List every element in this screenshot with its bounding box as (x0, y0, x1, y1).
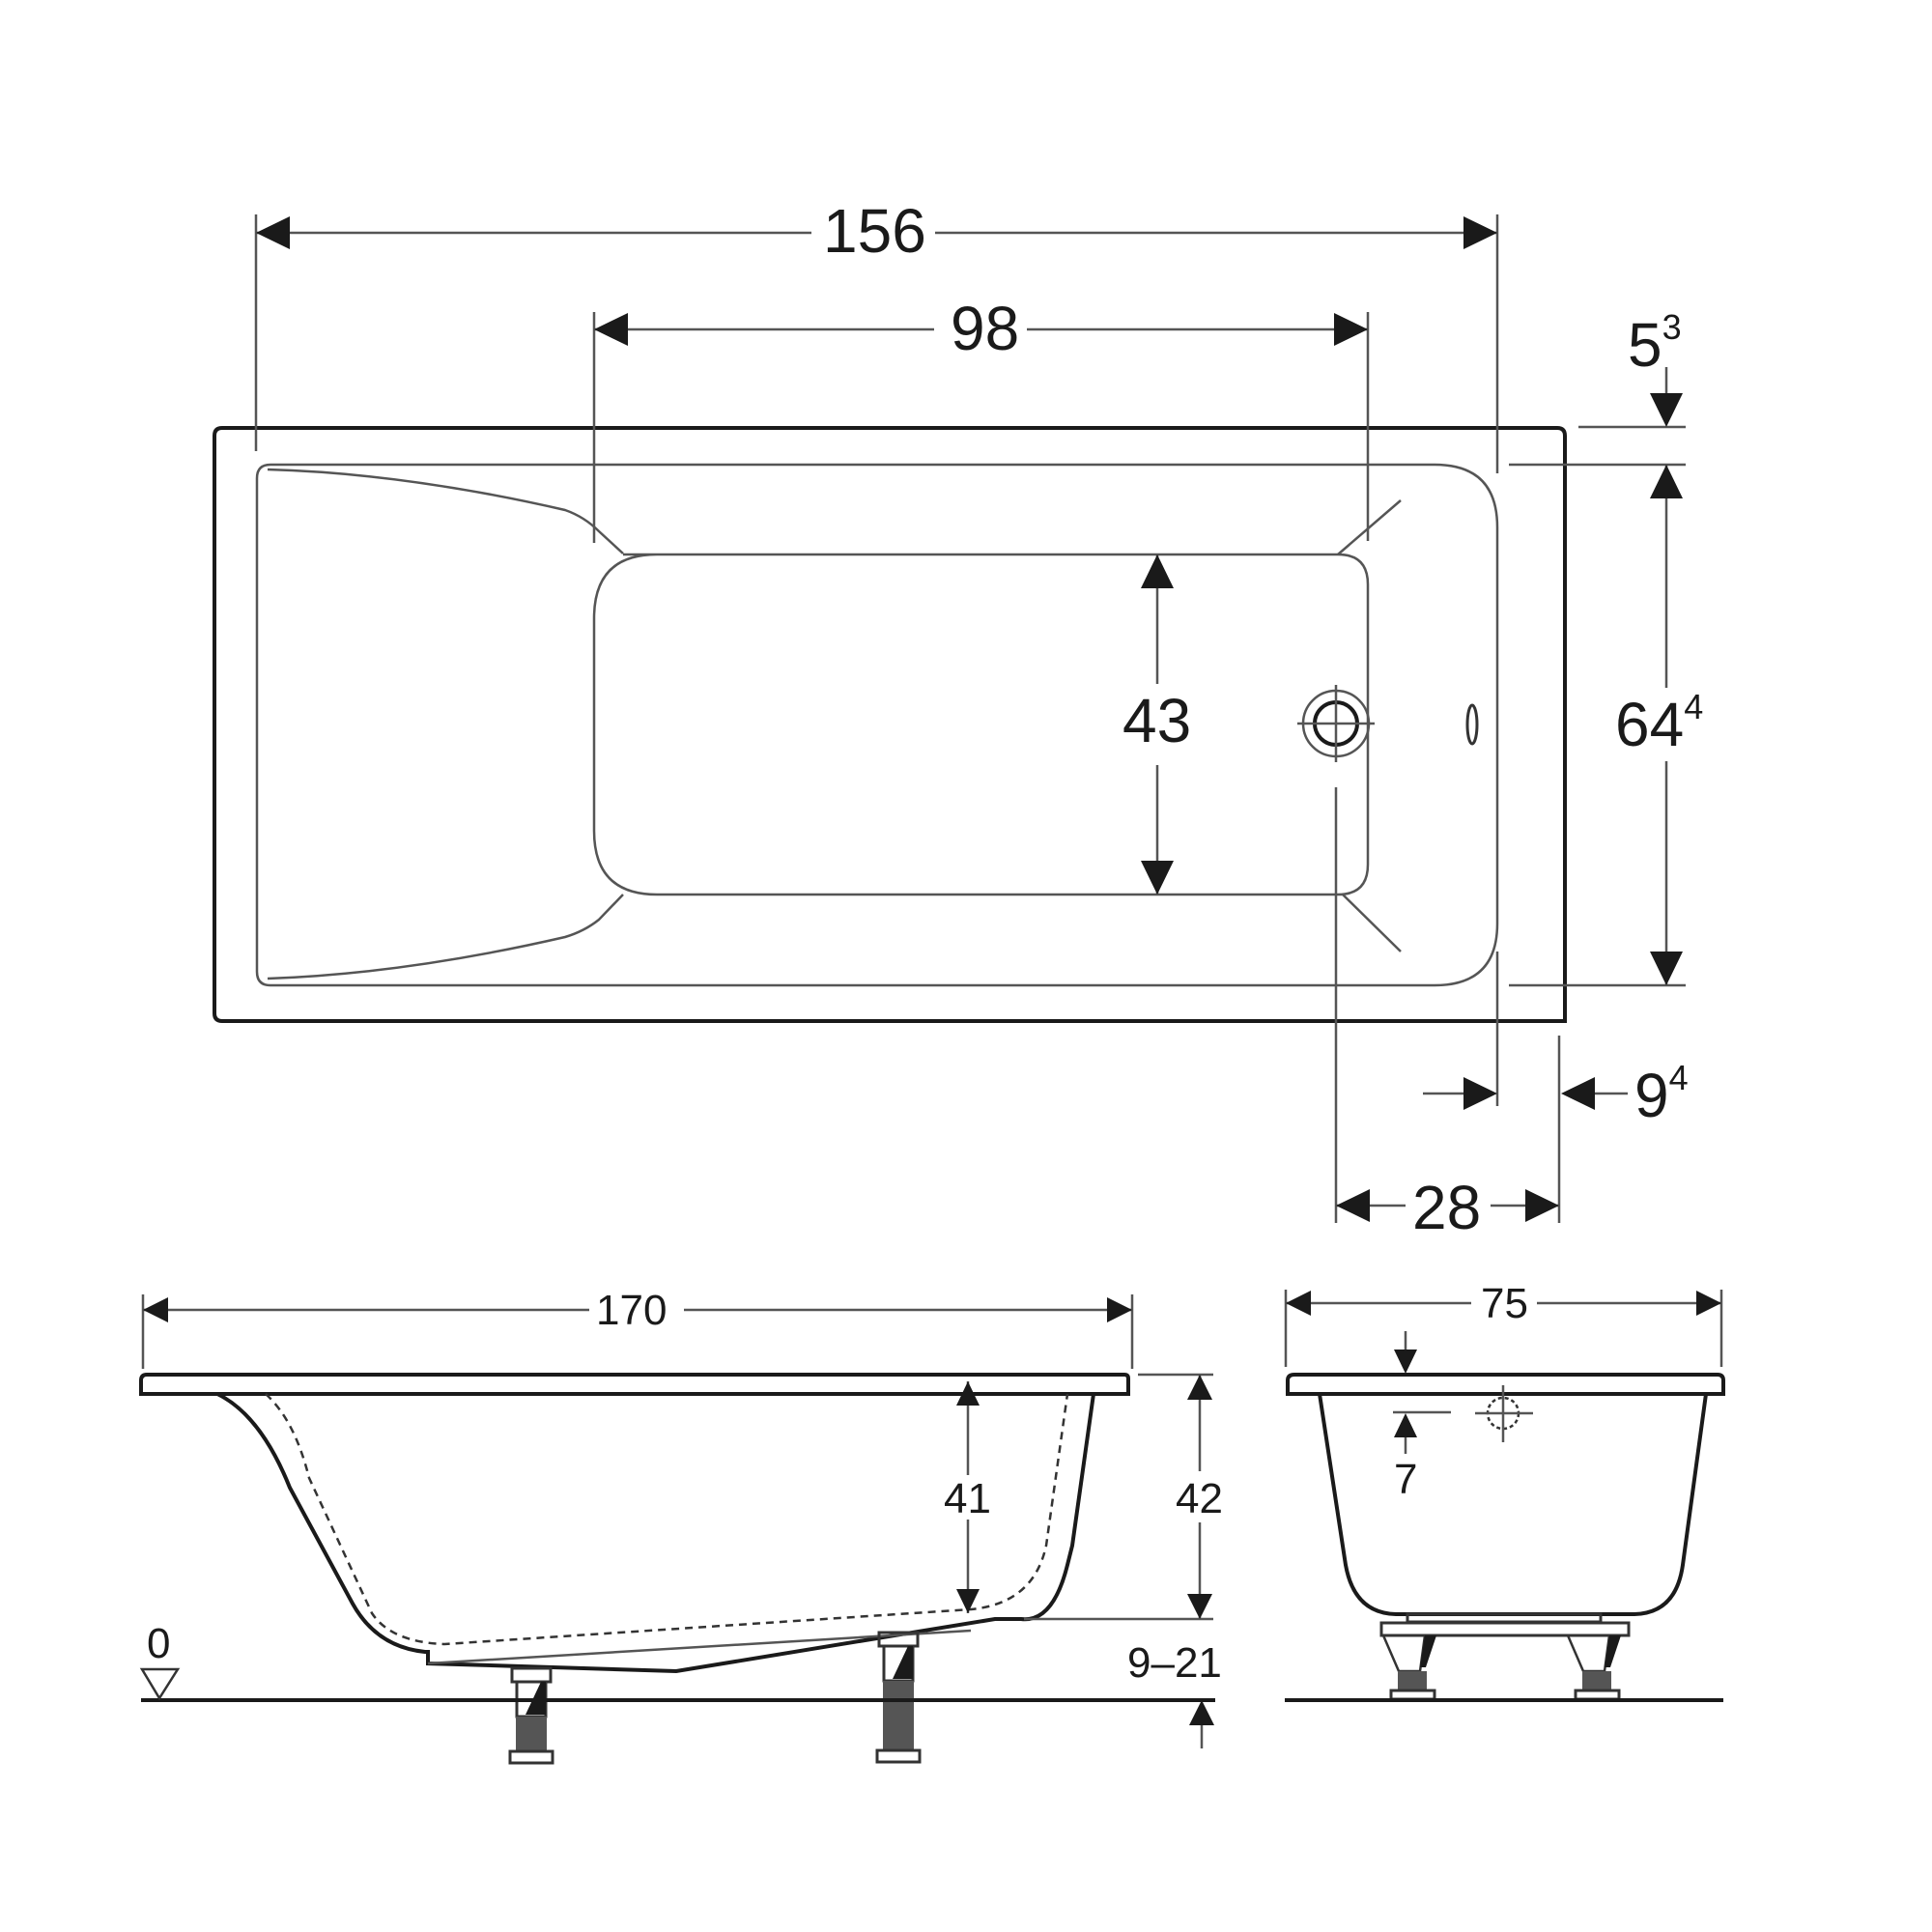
dim-5-3-main: 5 (1628, 310, 1662, 380)
floor-level-marker (139, 1667, 181, 1701)
dim-98-label: 98 (951, 294, 1020, 363)
plan-view (213, 214, 1686, 1223)
plan-flat-bottom (592, 553, 1370, 896)
floor-level-label: 0 (147, 1620, 171, 1667)
side-view (139, 1294, 1215, 1765)
end-rim (1286, 1373, 1725, 1396)
foot-corner-bottom (1342, 894, 1402, 952)
foot-corner-top (1337, 499, 1402, 555)
dim-9-4-sup: 4 (1668, 1058, 1689, 1097)
dim-64-4-label: 644 (1615, 690, 1703, 756)
dim-43-label: 43 (1122, 686, 1192, 755)
leg-left (508, 1666, 554, 1765)
dim-9-21-label: 9–21 (1127, 1639, 1222, 1687)
dim-5-3-sup: 3 (1662, 307, 1682, 347)
dim-41-label: 41 (944, 1475, 991, 1522)
backrest-top-line (267, 468, 624, 554)
backrest-bottom-line (267, 894, 624, 980)
dim-64-4-sup: 4 (1684, 687, 1704, 726)
side-rim (139, 1373, 1130, 1396)
dim-170-label: 170 (596, 1287, 668, 1334)
end-view (1284, 1290, 1725, 1702)
end-leg-left (1381, 1634, 1436, 1701)
drain-icon (1297, 685, 1375, 762)
dim-5-3-label: 53 (1628, 310, 1682, 377)
plan-inner-rim (255, 463, 1499, 987)
dim-64-4-main: 64 (1615, 690, 1685, 759)
leg-right (875, 1631, 922, 1764)
overflow-icon (1465, 703, 1479, 746)
end-body (1318, 1393, 1708, 1616)
dim-156-label: 156 (823, 196, 926, 266)
overflow-hidden-icon (1475, 1385, 1533, 1442)
dim-9-4-main: 9 (1634, 1061, 1669, 1130)
dim-7-label: 7 (1394, 1456, 1418, 1503)
plan-outer-rim (213, 426, 1567, 1023)
dim-9-4-label: 94 (1634, 1061, 1689, 1127)
side-body (216, 1392, 1095, 1674)
dim-75-label: 75 (1481, 1280, 1528, 1327)
end-leg-right (1566, 1634, 1621, 1701)
side-inner-dashed (265, 1393, 1069, 1646)
dim-42-label: 42 (1176, 1475, 1223, 1522)
dim-28-label: 28 (1412, 1173, 1482, 1242)
